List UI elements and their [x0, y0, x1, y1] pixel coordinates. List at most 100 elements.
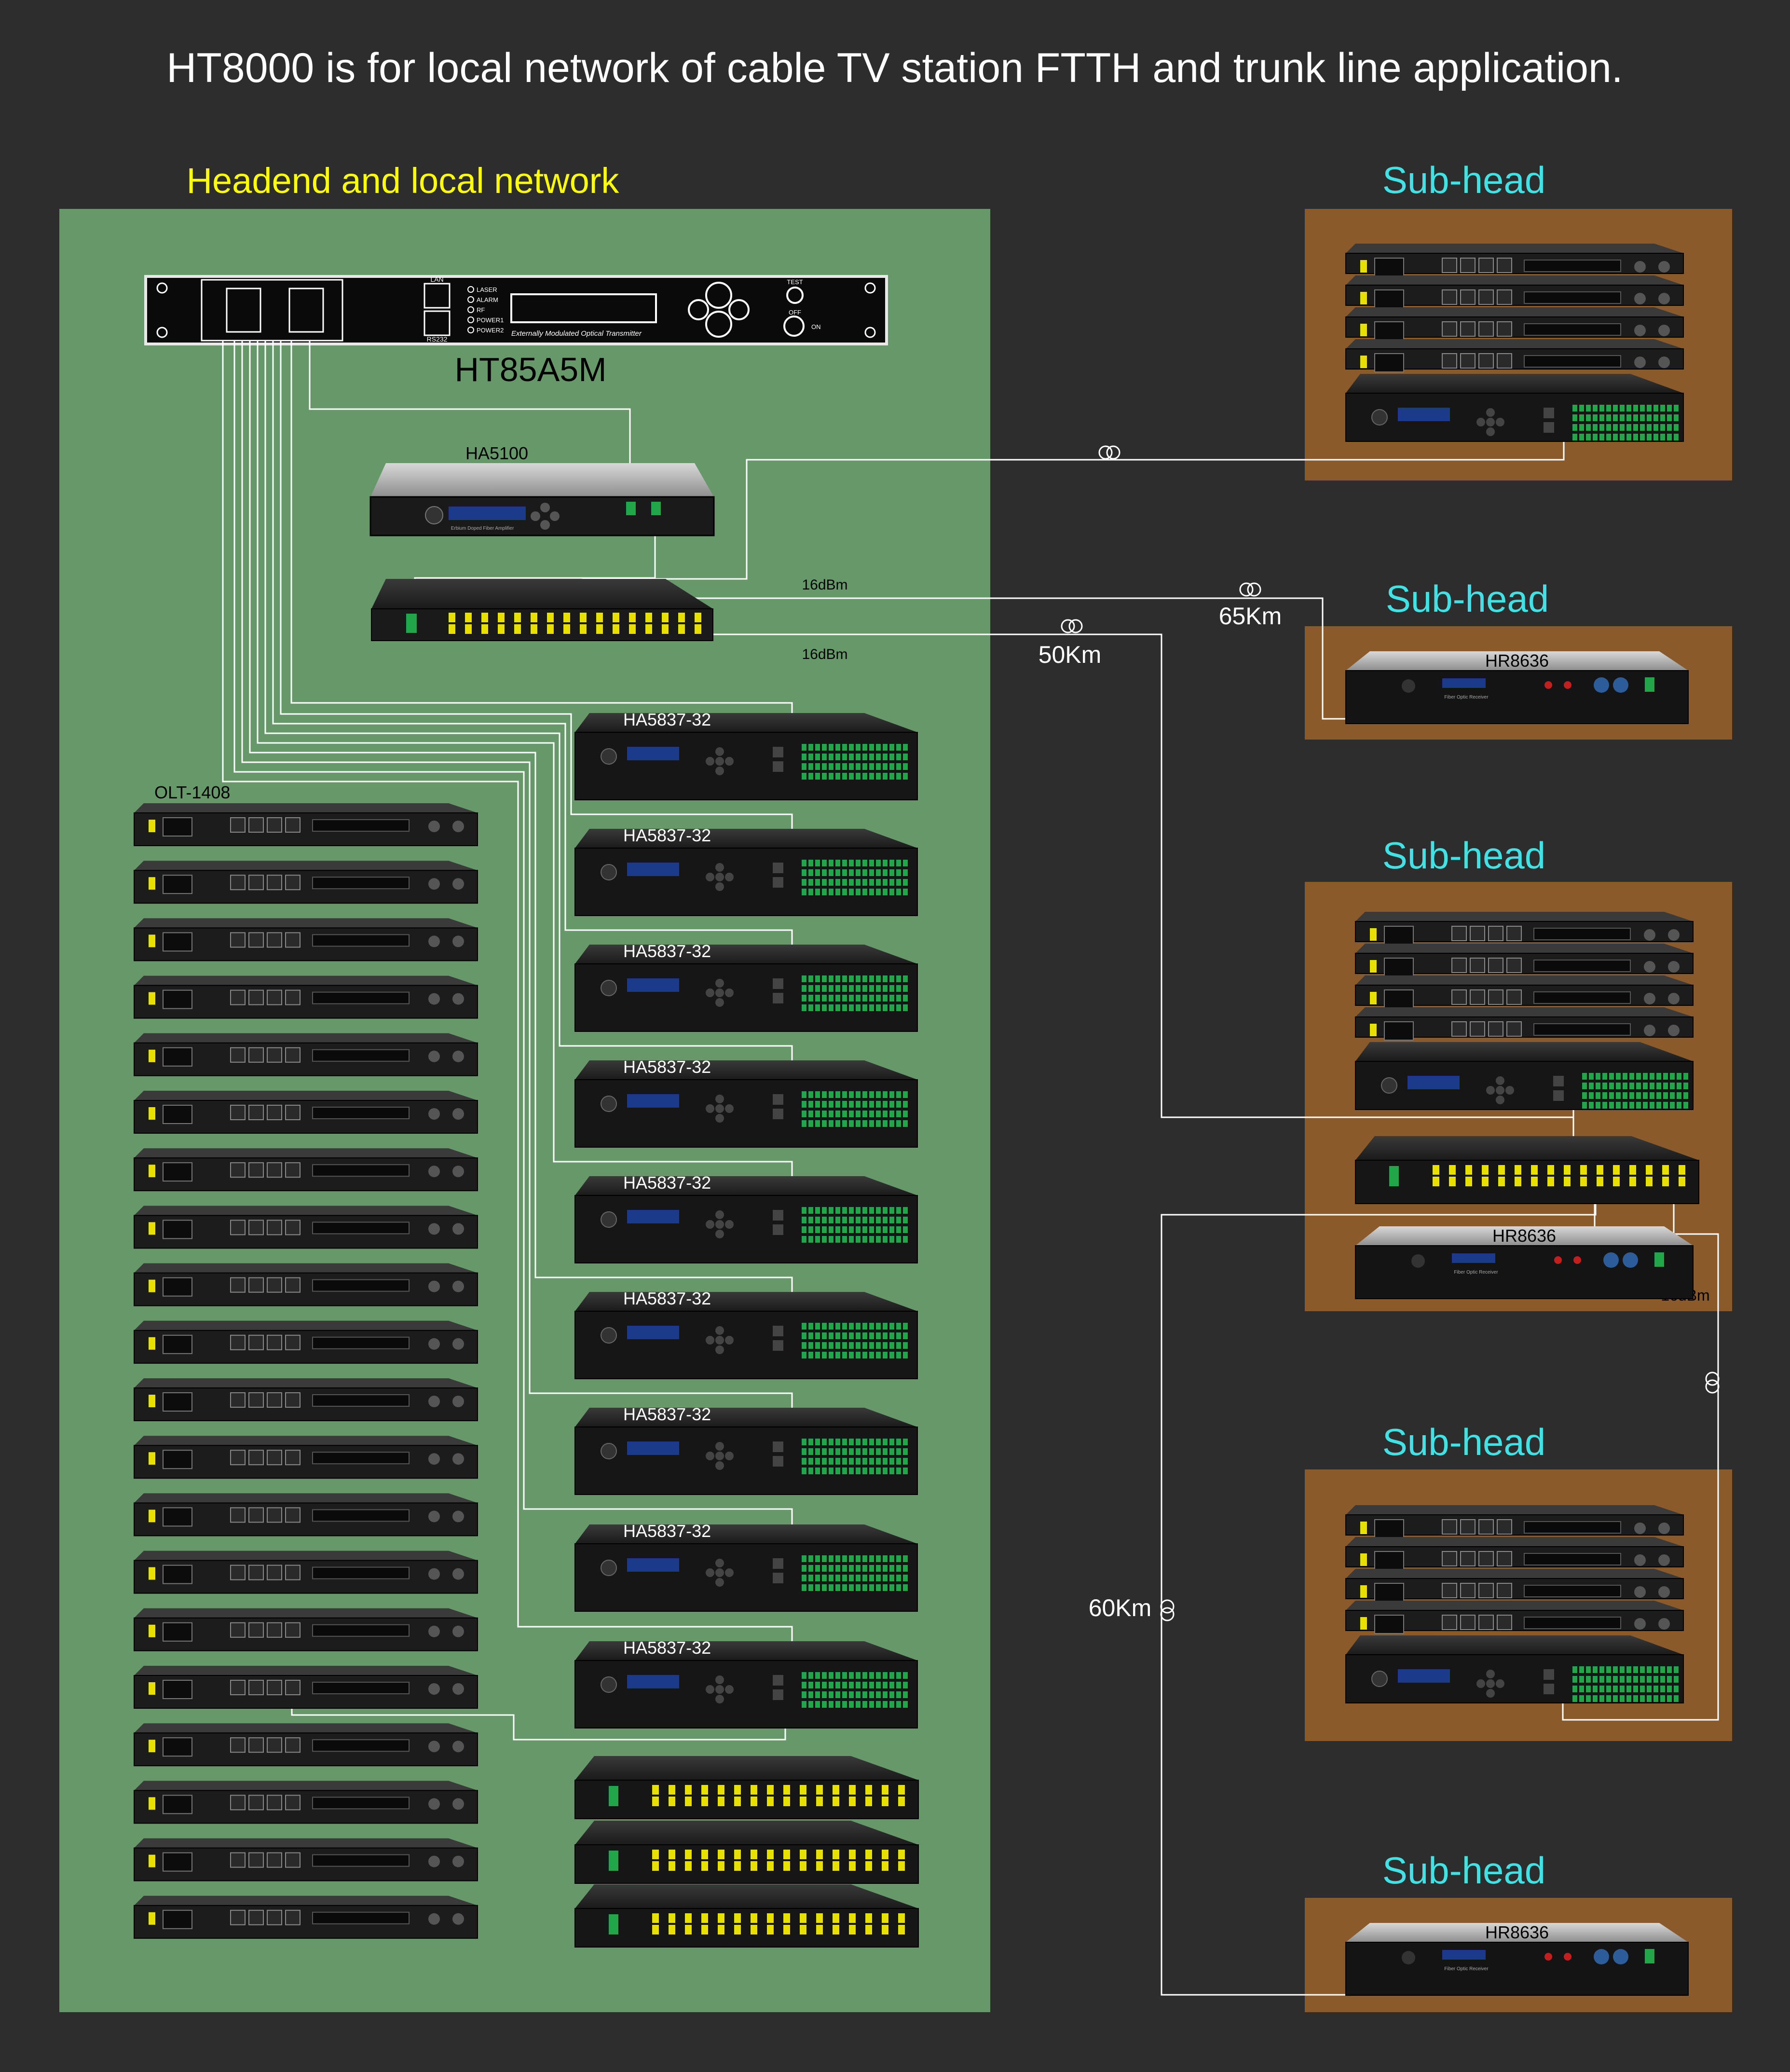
olt-chassis-13: [134, 1493, 478, 1537]
splitter-port: [563, 624, 570, 634]
olt-chassis-3: [134, 918, 478, 961]
optical-splitter-b: [574, 1821, 919, 1884]
receiver-caption: Fiber Optic Receiver: [1444, 695, 1489, 700]
transmitter-name: HT85A5M: [454, 351, 606, 388]
led-label-rf: RF: [477, 306, 485, 314]
transmitter-keypad: [688, 282, 750, 338]
olt-chassis-17: [134, 1723, 478, 1767]
transmitter-lcd: [510, 293, 657, 323]
olt-chassis-7: [134, 1148, 478, 1192]
splitter-port: [596, 613, 603, 622]
splitter-port: [613, 624, 619, 634]
splitter-port: [662, 613, 669, 622]
olt-chassis-10: [134, 1320, 478, 1364]
headend-label: Headend and local network: [187, 161, 620, 201]
splitter-port: [613, 613, 619, 622]
key-switch-icon: [783, 316, 805, 337]
olt-chassis-15: [134, 1608, 478, 1651]
splitter-port: [547, 624, 554, 634]
receiver-caption: Fiber Optic Receiver: [1454, 1270, 1498, 1275]
receiver-name: HR8636: [1485, 1922, 1549, 1942]
port-label-rs232: RS232: [427, 335, 448, 343]
transmitter-ht85a5m: LAN RS232 LASER ALARM RF POWER1 POWER2 E…: [144, 275, 888, 345]
fiber-coil-icon: [1061, 445, 1720, 1621]
subhead-label-2: Sub-head: [1386, 577, 1549, 620]
amplifier-name: HA5837-32: [623, 1521, 711, 1541]
splitter-port: [678, 613, 685, 622]
led-label-power2: POWER2: [477, 327, 504, 334]
olt-chassis-18: [134, 1781, 478, 1824]
receiver-caption: Fiber Optic Receiver: [1444, 1966, 1489, 1972]
preamp-name: HA5100: [465, 443, 528, 463]
edfa-amplifier-1: HA5837-32: [574, 710, 918, 800]
edfa-amplifier-4: HA5837-32: [574, 1057, 918, 1148]
splitter-port: [662, 624, 669, 634]
splitter-port: [498, 624, 505, 634]
distance-label-50km: 50Km: [1038, 641, 1102, 668]
subhead-label-3: Sub-head: [1382, 834, 1545, 877]
olt-chassis-sub1-olt-1: [1345, 275, 1684, 309]
preamp-ha5100: Erbium Doped Fiber Amplifier: [369, 463, 715, 536]
edfa-amplifier-5: HA5837-32: [574, 1173, 918, 1263]
led-label-laser: LASER: [477, 286, 497, 293]
olt-chassis-8: [134, 1206, 478, 1249]
splitter-port: [547, 613, 554, 622]
splitter-port: [465, 624, 472, 634]
splitter-port: [695, 624, 701, 634]
edfa-amplifier-6: HA5837-32: [574, 1289, 918, 1379]
receiver-name: HR8636: [1485, 651, 1549, 671]
edfa-amplifier-3: HA5837-32: [574, 941, 918, 1032]
switch-label-on: ON: [811, 323, 821, 330]
amplifier-name: HA5837-32: [623, 1289, 711, 1308]
splitter-port: [695, 613, 701, 622]
distance-label-65km: 65Km: [1219, 603, 1282, 630]
olt-chassis-sub4-olt-3: [1345, 1601, 1684, 1634]
splitter-power-label-1: 16dBm: [802, 577, 847, 593]
olt-chassis-2: [134, 861, 478, 904]
olt-chassis-14: [134, 1551, 478, 1594]
amplifier-name: HA5837-32: [623, 1404, 711, 1424]
splitter-port: [481, 624, 488, 634]
splitter-port: [481, 613, 488, 622]
switch-label-test: TEST: [787, 278, 803, 286]
olt-chassis-sub3-olt-0: [1355, 912, 1694, 945]
optical-splitter-a: [574, 1756, 919, 1819]
olt-chassis-16: [134, 1666, 478, 1709]
splitter-port: [514, 624, 521, 634]
splitter-port: [629, 613, 636, 622]
olt-chassis-sub1-olt-0: [1345, 244, 1684, 277]
port-label-lan: LAN: [430, 275, 443, 283]
preamp-caption: Erbium Doped Fiber Amplifier: [451, 526, 514, 531]
transmitter-leds: LASER ALARM RF POWER1 POWER2: [467, 286, 504, 334]
splitter-port: [580, 613, 587, 622]
olt-chassis-sub4-olt-1: [1345, 1537, 1684, 1570]
olt-chassis-11: [134, 1378, 478, 1421]
olt-chassis-sub4-olt-0: [1345, 1505, 1684, 1538]
diagram-title: HT8000 is for local network of cable TV …: [166, 45, 1623, 91]
transmitter-caption: Externally Modulated Optical Transmitter: [511, 329, 642, 338]
olt-chassis-sub3-olt-3: [1355, 1007, 1694, 1041]
olt-chassis-12: [134, 1436, 478, 1479]
subhead-label-1: Sub-head: [1382, 159, 1545, 201]
edfa-amplifier-sub1: [1345, 374, 1684, 442]
olt-chassis-4: [134, 975, 478, 1019]
splitter-port: [514, 613, 521, 622]
amplifier-name: HA5837-32: [623, 710, 711, 729]
splitter-port: [596, 624, 603, 634]
amplifier-name: HA5837-32: [623, 1173, 711, 1193]
optical-splitter-headend: [371, 579, 713, 641]
olt-chassis-sub3-olt-2: [1355, 975, 1694, 1009]
edfa-amplifier-7: HA5837-32: [574, 1404, 918, 1495]
distance-label-60km: 60Km: [1089, 1594, 1152, 1621]
amplifier-name: HA5837-32: [623, 825, 711, 845]
splitter-power-label-2: 16dBm: [802, 646, 847, 662]
olt-chassis-sub1-olt-2: [1345, 307, 1684, 341]
edfa-amplifier-sub4: [1345, 1635, 1684, 1703]
subhead-label-4: Sub-head: [1382, 1421, 1545, 1463]
olt-chassis-sub4-olt-2: [1345, 1569, 1684, 1602]
splitter-port: [449, 613, 455, 622]
